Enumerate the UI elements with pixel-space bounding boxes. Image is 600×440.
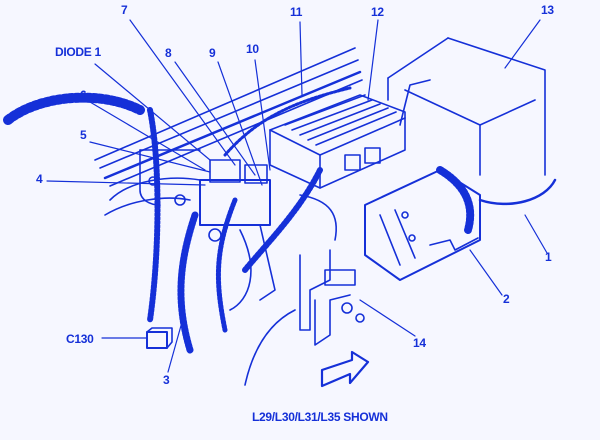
bracket-14 (299, 249, 365, 346)
callout-8: 8 (165, 46, 172, 60)
direction-arrow (320, 350, 370, 388)
callout-14: 14 (413, 336, 426, 350)
callout-10: 10 (246, 42, 259, 56)
callout-3: 3 (163, 373, 170, 387)
callout-1: 1 (545, 250, 552, 264)
cowl-lines (94, 47, 363, 187)
underhood-fuse-block (269, 94, 406, 189)
callout-9: 9 (209, 46, 216, 60)
callout-6: 6 (80, 88, 87, 102)
module-2 (364, 169, 481, 281)
leader-lines (46, 19, 548, 373)
connector-c130 (146, 327, 173, 349)
hose-line (244, 309, 296, 386)
callout-7: 7 (121, 3, 128, 17)
callout-5: 5 (80, 128, 87, 142)
callout-2: 2 (503, 292, 510, 306)
callout-4: 4 (36, 172, 43, 186)
callout-13: 13 (541, 3, 554, 17)
callout-11: 11 (290, 5, 303, 19)
callout-12: 12 (371, 5, 384, 19)
cable-1 (478, 178, 557, 206)
component-13-box (387, 37, 546, 176)
engine-block (104, 149, 337, 311)
caption: L29/L30/L31/L35 SHOWN (252, 410, 388, 424)
callout-c130: C130 (66, 332, 94, 346)
harness-conduit (3, 86, 475, 354)
callout-diode-1: DIODE 1 (55, 45, 101, 59)
